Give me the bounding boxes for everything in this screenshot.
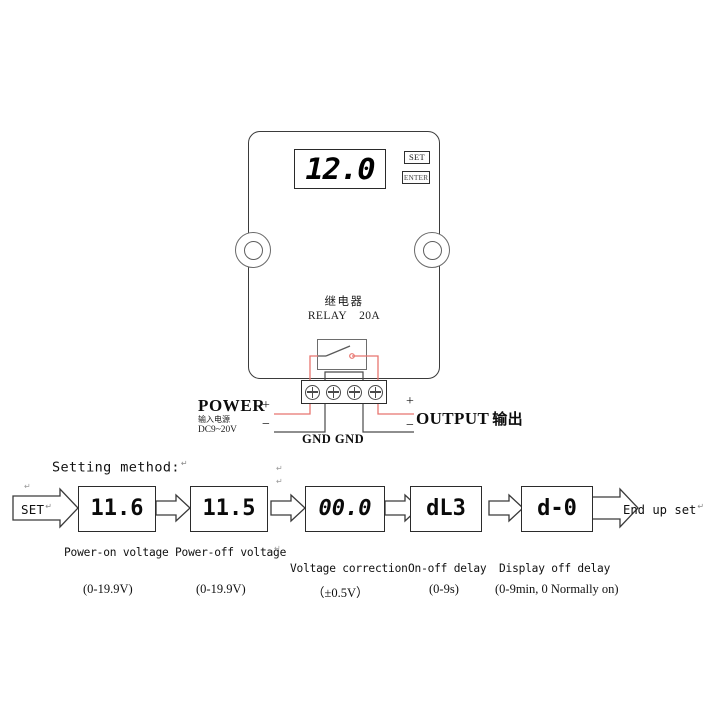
end-up-set-label: End up set↵ xyxy=(623,502,704,517)
set-flow-label[interactable]: SET↵ xyxy=(21,502,52,517)
step-box-voltage-correction: 00.0 xyxy=(305,486,385,532)
setting-method-title: Setting method:↵ xyxy=(52,459,188,476)
lcd-value: 12.0 xyxy=(305,151,375,186)
step-box-on-off-delay: dL3 xyxy=(410,486,482,532)
step-caption-display-off-delay: Display off delay xyxy=(499,562,611,575)
relay-label-cn: 继电器 xyxy=(324,294,364,308)
set-button[interactable]: SET xyxy=(404,151,430,164)
mounting-hole-left xyxy=(235,232,271,268)
relay-contact-box xyxy=(317,339,367,370)
lcd-display: 12.0 xyxy=(294,149,386,189)
flow-arrow-1 xyxy=(155,493,191,523)
output-title-cn: 输出 xyxy=(492,410,524,428)
step-box-display-off-delay: d-0 xyxy=(521,486,593,532)
output-minus-sign: − xyxy=(406,418,414,433)
power-subtitle-cn: 输入电源 xyxy=(198,415,230,425)
step-caption-power-off-voltage: Power-off voltage xyxy=(175,546,287,559)
pilcrow-mark: ↵ xyxy=(276,477,283,486)
pilcrow-mark: ↵ xyxy=(276,464,283,473)
relay-label-en-text: RELAY xyxy=(307,310,348,323)
step-value: dL3 xyxy=(426,496,466,521)
flow-arrow-4 xyxy=(488,493,524,523)
step-value: d-0 xyxy=(537,496,577,521)
end-up-set-text: End up set xyxy=(623,503,697,518)
step-value: 11.5 xyxy=(202,496,256,521)
terminal-screw-1 xyxy=(305,384,320,400)
output-plus-sign: + xyxy=(406,394,414,409)
setting-method-title-text: Setting method: xyxy=(52,459,180,476)
output-title: OUTPUT xyxy=(416,409,490,428)
pilcrow-mark: ↵ xyxy=(697,502,705,511)
pilcrow-mark: ↵ xyxy=(274,544,281,553)
gnd-label: GND GND xyxy=(302,432,365,446)
mounting-hole-right xyxy=(414,232,450,268)
flow-arrow-2 xyxy=(270,493,306,523)
step-range-on-off-delay: (0-9s) xyxy=(429,582,459,596)
device-body: 12.0 SET ENTER 继电器 RELAY 20A xyxy=(235,131,450,379)
step-caption-on-off-delay: On-off delay xyxy=(408,562,487,575)
step-value: 00.0 xyxy=(318,496,372,521)
power-plus-wire xyxy=(274,404,311,415)
power-minus-wire xyxy=(274,404,326,433)
relay-rating: 20A xyxy=(359,310,381,323)
step-box-power-off-voltage: 11.5 xyxy=(190,486,268,532)
step-value: 11.6 xyxy=(90,496,144,521)
enter-button[interactable]: ENTER xyxy=(402,171,430,184)
set-flow-label-text: SET xyxy=(21,502,45,518)
power-plus-sign: + xyxy=(262,398,270,413)
power-minus-sign: − xyxy=(262,417,270,432)
terminal-screw-2 xyxy=(326,384,341,400)
relay-label-group: 继电器 RELAY 20A xyxy=(249,294,439,324)
step-box-power-on-voltage: 11.6 xyxy=(78,486,156,532)
pilcrow-mark: ↵ xyxy=(24,482,31,491)
step-range-display-off-delay: (0-9min, 0 Normally on) xyxy=(495,582,619,596)
pilcrow-mark: ↵ xyxy=(45,502,53,511)
relay-label-en: RELAY 20A xyxy=(249,309,439,323)
step-caption-voltage-correction: Voltage correction xyxy=(290,562,408,575)
power-title: POWER xyxy=(198,396,266,415)
step-range-power-off-voltage: (0-19.9V) xyxy=(196,582,246,596)
pilcrow-mark: ↵ xyxy=(180,459,189,468)
power-label-group: POWER 输入电源 DC9~20V xyxy=(198,396,265,436)
terminal-block xyxy=(301,380,387,404)
power-spec: DC9~20V xyxy=(198,424,237,435)
step-caption-power-on-voltage: Power-on voltage xyxy=(64,546,169,559)
terminal-screw-3 xyxy=(347,384,362,400)
step-range-voltage-correction: （±0.5V） xyxy=(312,586,369,600)
step-range-power-on-voltage: (0-19.9V) xyxy=(83,582,133,596)
terminal-screw-4 xyxy=(368,384,383,400)
